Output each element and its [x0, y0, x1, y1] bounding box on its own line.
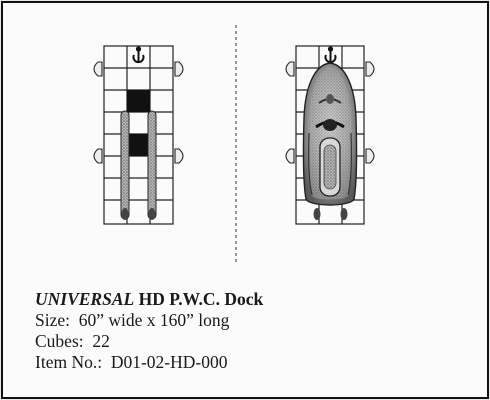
spec-label: Size: — [35, 310, 70, 330]
spec-value: 22 — [92, 331, 110, 351]
spec-label: Item No.: — [35, 352, 103, 372]
pwc-icon — [302, 62, 358, 206]
spec-value: 60” wide x 160” long — [78, 310, 230, 330]
product-title: UNIVERSAL HD P.W.C. Dock — [35, 289, 263, 310]
cleat-icon — [174, 61, 184, 77]
cleat-icon — [174, 148, 184, 164]
dark-cube — [127, 134, 150, 156]
cleat-icon — [365, 148, 375, 164]
cleat-icon — [93, 148, 103, 164]
keel-roller-left — [120, 110, 130, 220]
dock-diagram — [93, 25, 375, 265]
keel-roller-right — [147, 110, 157, 220]
dark-cube — [127, 90, 150, 112]
empty-dock-plan — [93, 45, 184, 225]
spec-size: Size: 60” wide x 160” long — [35, 310, 263, 331]
roller-end — [121, 208, 129, 220]
roller-end — [313, 208, 321, 220]
roller-end — [148, 208, 156, 220]
product-name: HD P.W.C. Dock — [138, 289, 264, 309]
spec-value: D01-02-HD-000 — [110, 352, 228, 372]
anchor-icon — [324, 46, 337, 64]
cleat-icon — [365, 61, 375, 77]
cleat-icon — [285, 148, 295, 164]
product-brand: UNIVERSAL — [35, 289, 135, 309]
cleat-icon — [93, 61, 103, 77]
product-caption: UNIVERSAL HD P.W.C. Dock Size: 60” wide … — [35, 289, 263, 373]
roller-end — [340, 208, 348, 220]
spec-label: Cubes: — [35, 331, 84, 351]
dock-with-pwc-plan — [285, 45, 375, 225]
anchor-icon — [132, 46, 145, 64]
spec-cubes: Cubes: 22 — [35, 331, 263, 352]
spec-item-no: Item No.: D01-02-HD-000 — [35, 352, 263, 373]
cleat-icon — [285, 61, 295, 77]
